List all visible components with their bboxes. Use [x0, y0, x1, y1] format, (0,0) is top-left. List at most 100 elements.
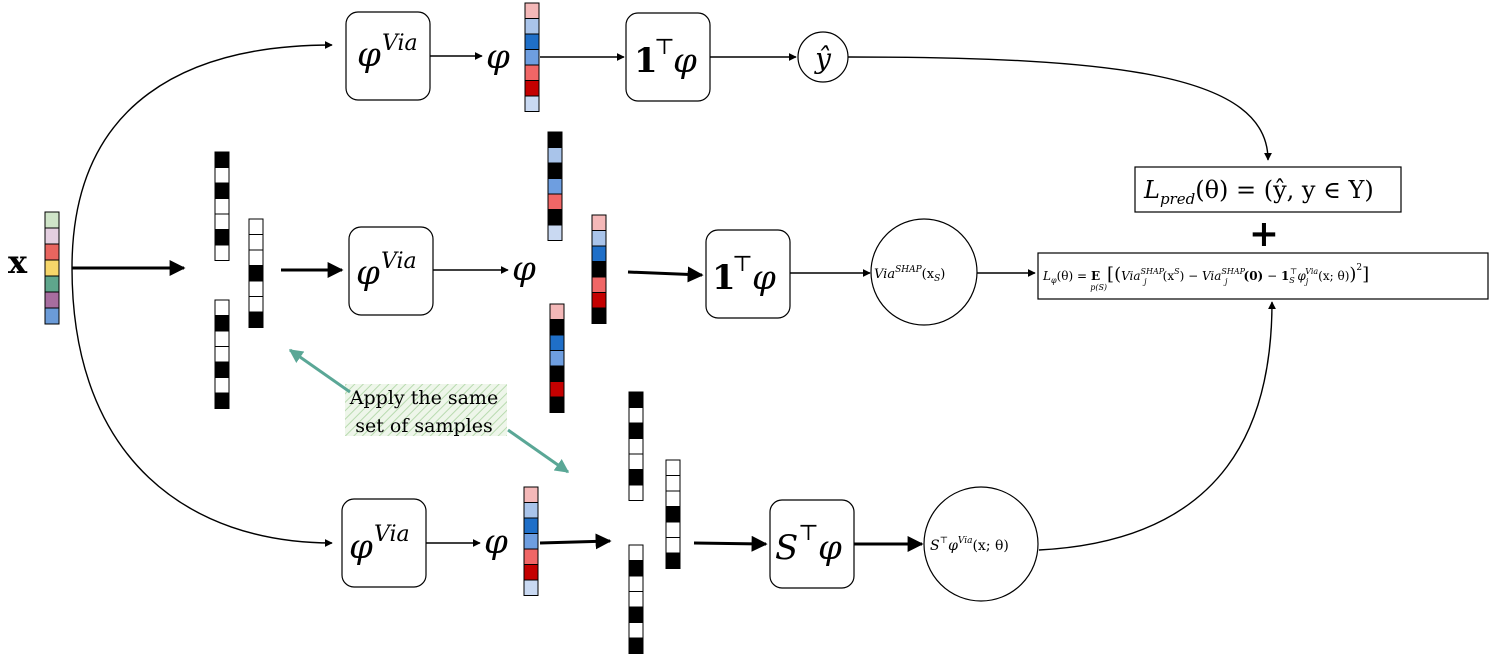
- mid-model-phi: φ: [356, 253, 380, 293]
- vector-cell: [591, 214, 607, 231]
- vector-cell: [523, 579, 539, 596]
- vector-cell: [44, 227, 60, 245]
- vector-cell: [549, 334, 565, 351]
- bottom-phi-vector: [523, 486, 539, 596]
- vector-cell: [591, 230, 607, 247]
- input-label: x: [8, 243, 28, 281]
- vector-cell: [214, 229, 230, 246]
- bottom-mask-vector-c: [628, 544, 644, 654]
- pred-loss-formula: Lpred(θ) = (ŷ, y ∈ Y): [1143, 176, 1374, 208]
- same-samples-annotation: Apply the same set of samples: [345, 384, 507, 437]
- top-sum-phi: φ: [673, 41, 697, 81]
- vector-cell: [248, 280, 264, 297]
- vector-cell: [524, 18, 540, 35]
- vector-cell: [591, 261, 607, 278]
- vector-cell: [628, 622, 644, 639]
- masked-phi-vector-a: [547, 131, 563, 241]
- vector-cell: [547, 209, 563, 226]
- bottom-arrow-3: [693, 535, 768, 552]
- attribution-to-loss-arrow: [1038, 301, 1276, 551]
- yhat-label: ŷ: [813, 42, 832, 75]
- vector-cell: [628, 453, 644, 470]
- bottom-phi-label: φ: [484, 522, 508, 562]
- annotation-arrow-right: [507, 428, 570, 474]
- mid-sum-transpose: ⊤: [732, 252, 753, 277]
- vector-cell: [549, 396, 565, 413]
- mid-sum-box: 1 ⊤ φ: [705, 229, 791, 319]
- vector-cell: [523, 517, 539, 534]
- vector-cell: [628, 438, 644, 455]
- vector-cell: [524, 95, 540, 112]
- vector-cell: [665, 537, 681, 554]
- vector-cell: [628, 606, 644, 623]
- projection-transpose: ⊤: [798, 521, 819, 546]
- shap-target-label: ViaSHAP(xS): [874, 265, 945, 284]
- vector-cell: [628, 407, 644, 424]
- vector-cell: [214, 346, 230, 363]
- vector-cell: [214, 361, 230, 378]
- vector-cell: [214, 182, 230, 199]
- vector-cell: [524, 64, 540, 81]
- vector-cell: [547, 147, 563, 164]
- vector-cell: [591, 276, 607, 293]
- vector-cell: [214, 377, 230, 394]
- yhat-node: ŷ: [797, 31, 849, 83]
- vector-cell: [547, 224, 563, 241]
- vector-cell: [44, 307, 60, 325]
- annotation-line-2: set of samples: [355, 415, 493, 437]
- vector-cell: [214, 299, 230, 316]
- vector-cell: [628, 544, 644, 561]
- mid-model-superscript: Via: [381, 249, 417, 274]
- top-sum-one: 1: [634, 41, 658, 81]
- vector-cell: [523, 486, 539, 503]
- vector-cell: [665, 521, 681, 538]
- mid-sum-phi: φ: [752, 258, 776, 298]
- mask-vector-b: [248, 218, 264, 328]
- vector-cell: [547, 193, 563, 210]
- vector-cell: [665, 552, 681, 569]
- plus-sign: +: [1249, 213, 1279, 255]
- top-sum-transpose: ⊤: [654, 35, 675, 60]
- vector-cell: [523, 533, 539, 550]
- attribution-node: S⊤φVia(x; θ): [923, 486, 1039, 602]
- vector-cell: [248, 218, 264, 235]
- vector-cell: [214, 315, 230, 332]
- vector-cell: [214, 213, 230, 230]
- top-phi-label: φ: [486, 37, 510, 77]
- vector-cell: [549, 381, 565, 398]
- projection-S: S: [775, 528, 798, 568]
- shap-target-node: ViaSHAP(xS): [870, 218, 978, 326]
- mid-phi-label: φ: [512, 249, 536, 289]
- vector-cell: [591, 245, 607, 262]
- projection-box: S ⊤ φ: [769, 499, 855, 589]
- input-to-top-curve: [71, 41, 333, 269]
- vector-cell: [214, 330, 230, 347]
- top-model-superscript: Via: [382, 31, 418, 56]
- vector-cell: [248, 234, 264, 251]
- vector-cell: [591, 307, 607, 324]
- input-vector: [44, 211, 60, 325]
- vector-cell: [523, 564, 539, 581]
- vector-cell: [628, 575, 644, 592]
- vector-cell: [628, 469, 644, 486]
- top-model-phi: φ: [357, 35, 381, 75]
- vector-cell: [591, 292, 607, 309]
- pred-loss-box: Lpred(θ) = (ŷ, y ∈ Y): [1134, 166, 1402, 213]
- vector-cell: [628, 591, 644, 608]
- vector-cell: [524, 49, 540, 66]
- vector-cell: [665, 506, 681, 523]
- bottom-mask-vector-b: [665, 459, 681, 569]
- vector-cell: [628, 391, 644, 408]
- vector-cell: [44, 291, 60, 309]
- bottom-model-box: φ Via: [341, 498, 427, 588]
- projection-phi: φ: [818, 528, 842, 568]
- vector-cell: [665, 475, 681, 492]
- vector-cell: [44, 259, 60, 277]
- vector-cell: [523, 548, 539, 565]
- bottom-mask-vector-a: [628, 391, 644, 501]
- vector-cell: [523, 502, 539, 519]
- mask-vector-c: [214, 299, 230, 409]
- vector-cell: [549, 350, 565, 367]
